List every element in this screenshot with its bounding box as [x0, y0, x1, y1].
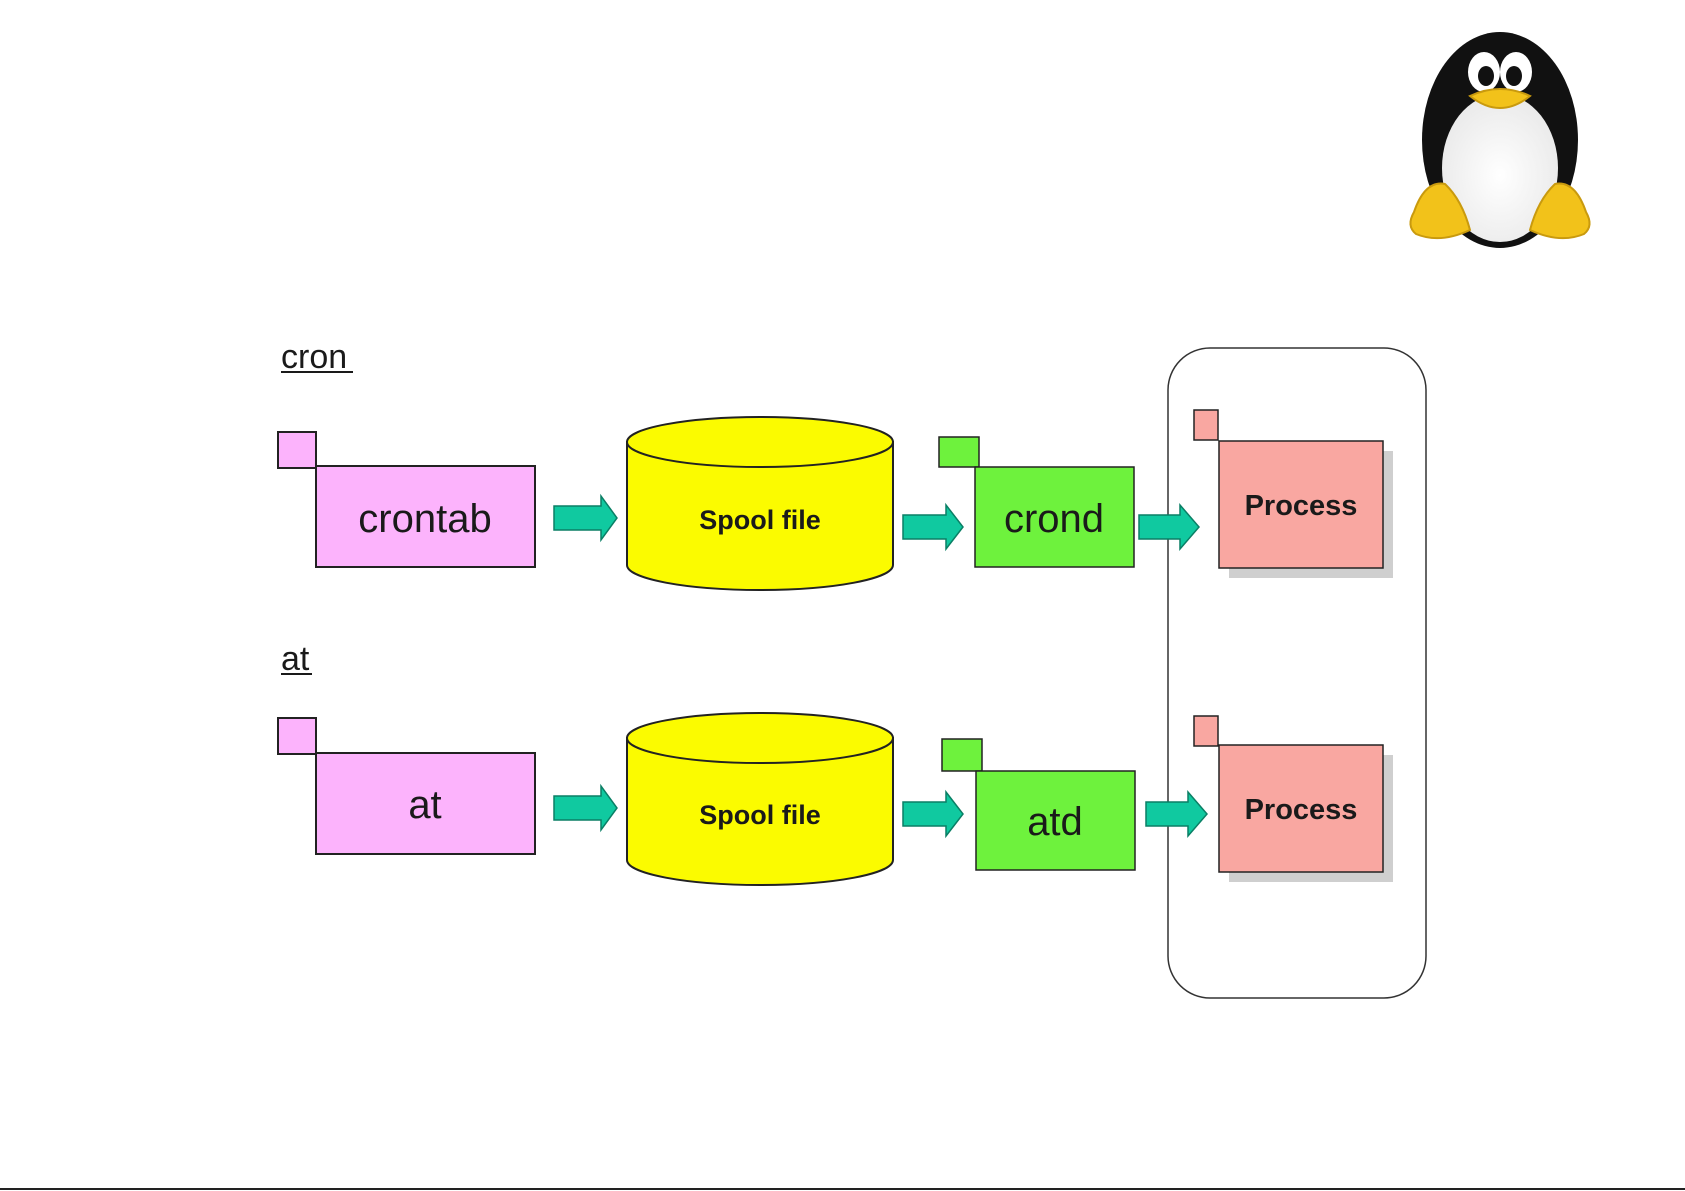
tux-penguin-icon: [1410, 32, 1589, 248]
process-label: Process: [1245, 794, 1358, 826]
spool-file-cylinder: Spool file: [627, 417, 893, 590]
spool-label: Spool file: [699, 800, 821, 830]
daemon-label: atd: [1027, 800, 1083, 844]
spool-label: Spool file: [699, 505, 821, 535]
spool-file-cylinder: Spool file: [627, 713, 893, 885]
flow-arrow: [903, 505, 963, 549]
command-box-at: at: [278, 718, 535, 854]
flow-arrow: [554, 496, 617, 540]
process-label: Process: [1245, 490, 1358, 522]
flow-arrow: [554, 786, 617, 830]
section-label-cron: cron: [281, 338, 347, 376]
flow-arrow: [1139, 505, 1199, 549]
command-label: at: [408, 783, 441, 827]
flow-arrow: [1146, 792, 1207, 836]
flow-arrow: [903, 792, 963, 836]
daemon-label: crond: [1004, 497, 1104, 541]
command-box-crontab: crontab: [278, 432, 535, 567]
daemon-box-crond: crond: [939, 437, 1134, 567]
daemon-box-atd: atd: [942, 739, 1135, 870]
section-label-at: at: [281, 640, 310, 678]
command-label: crontab: [358, 497, 491, 541]
process-box: Process: [1194, 410, 1393, 578]
process-box: Process: [1194, 716, 1393, 882]
